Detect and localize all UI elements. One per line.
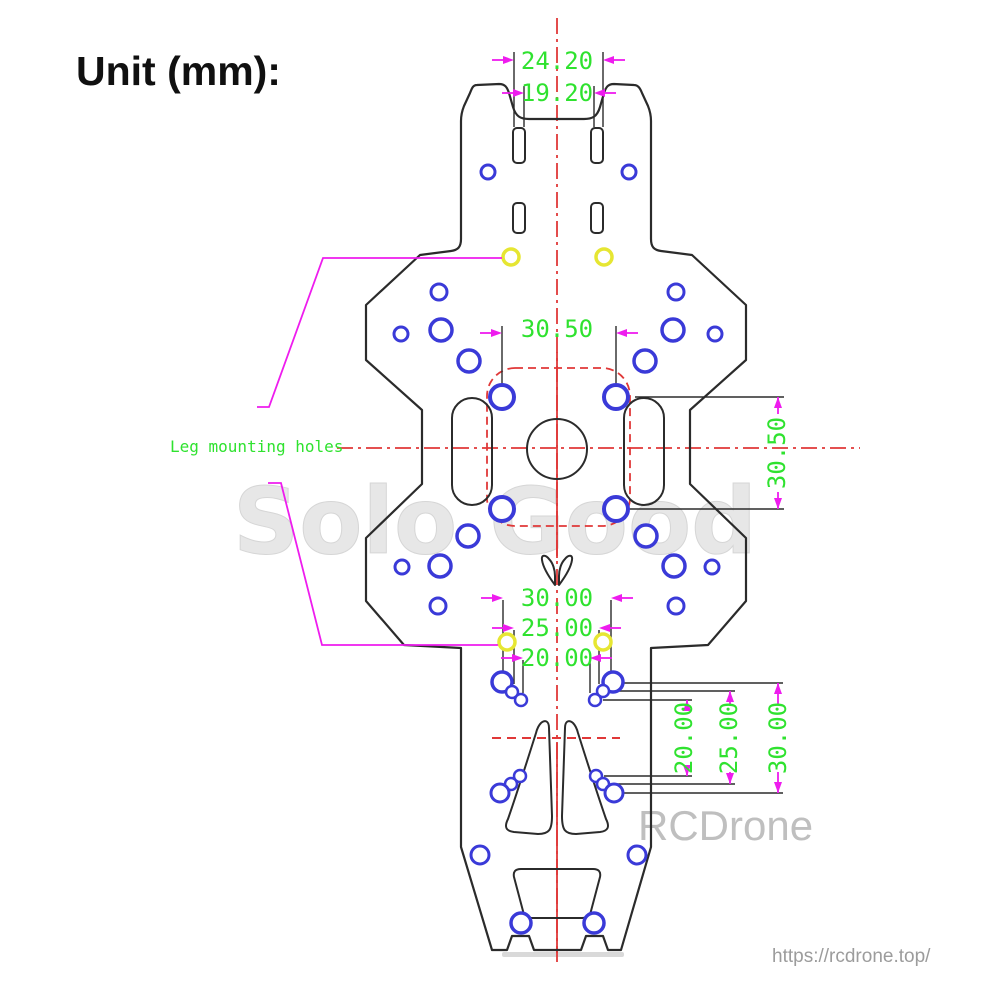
dim-lower-right-outer: 30.00: [764, 702, 792, 774]
rcdrone-watermark: RCDrone: [638, 802, 813, 849]
gimbal-mount-pattern: [486, 367, 631, 527]
frame-outline: [364, 82, 748, 952]
dim-mount-width: 30.50: [521, 315, 593, 343]
frame-cutouts: [451, 127, 665, 919]
top-slot-left-upper: [512, 127, 526, 164]
dim-lower-left-outer: 30.00: [521, 584, 593, 612]
centerlines: [337, 18, 860, 963]
dim-lower-right-mid: 25.00: [715, 702, 743, 774]
leg-mounting-holes-label: Leg mounting holes: [170, 437, 343, 456]
top-slot-right-lower: [590, 202, 604, 234]
center-hole: [526, 418, 588, 480]
top-slot-left-lower: [512, 202, 526, 234]
dim-mount-height: 30.50: [763, 417, 791, 489]
dim-lower-right-inner: 20.00: [670, 702, 698, 774]
dimension-lines: [480, 56, 782, 793]
trapezoid-cutout: [512, 868, 602, 919]
stadium-slot-left: [451, 397, 493, 506]
top-slot-right-upper: [590, 127, 604, 164]
dim-lower-left-mid: 25.00: [521, 614, 593, 642]
dim-slot-inner: 19.20: [521, 79, 593, 107]
dim-lower-left-inner: 20.00: [521, 644, 593, 672]
fin-cutout-left: [505, 720, 553, 835]
leg-mounting-holes: [497, 247, 614, 652]
unit-label: Unit (mm):: [76, 48, 281, 94]
petal-cutout-right: [558, 554, 574, 586]
stadium-slot-right: [623, 397, 665, 506]
site-url-text: https://rcdrone.top/: [772, 946, 931, 967]
fin-cutout-right: [561, 720, 609, 835]
leader-lines: [257, 257, 502, 646]
dim-slot-outer: 24.20: [521, 47, 593, 75]
bottom-shadow: [502, 952, 624, 957]
dimension-labels: 24.20 19.20 30.50 30.00 25.00 20.00 30.5…: [170, 47, 792, 774]
hole-pattern: [392, 163, 724, 935]
petal-cutout-left: [540, 554, 556, 586]
